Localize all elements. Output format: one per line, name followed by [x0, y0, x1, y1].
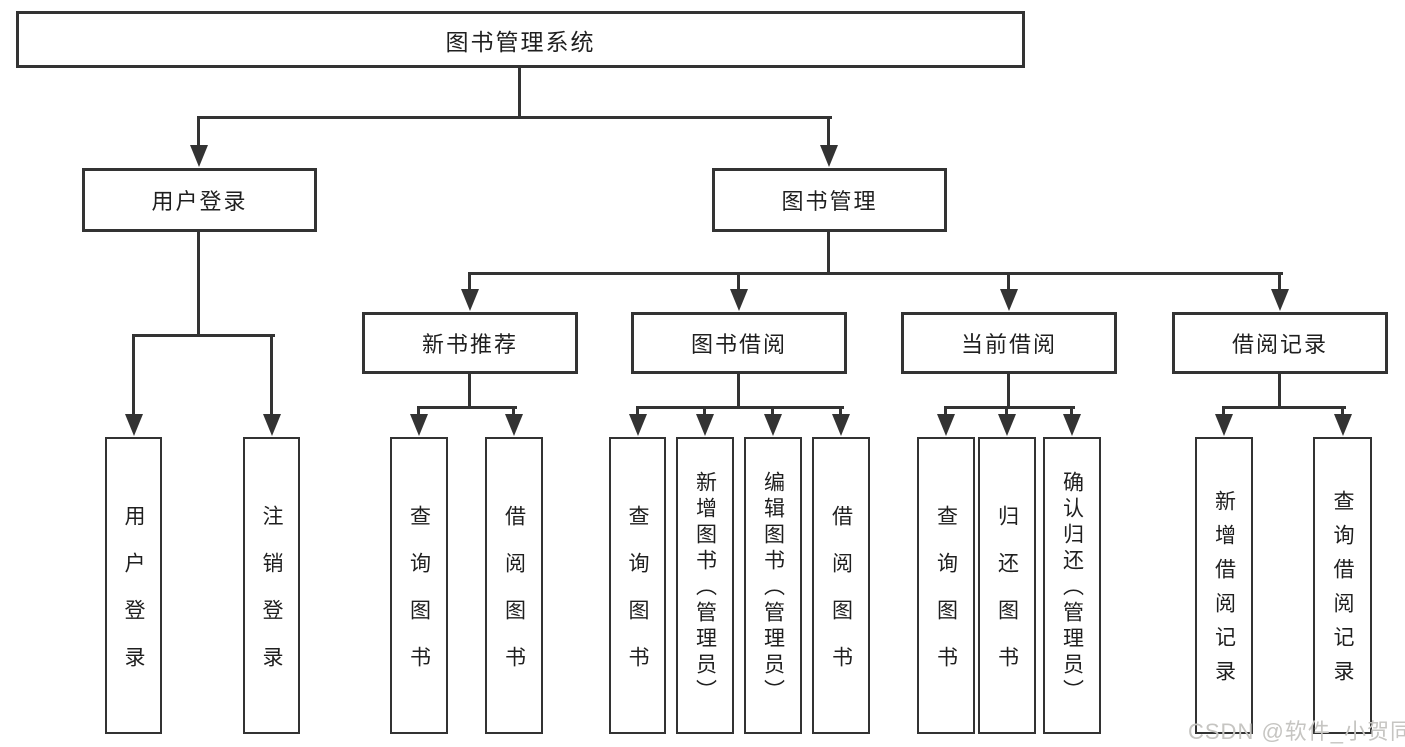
arrow-down-icon	[190, 145, 208, 167]
connector-line	[827, 117, 830, 148]
connector-line	[1278, 374, 1281, 409]
connector-line	[417, 407, 420, 417]
leaf-label: 借阅图书	[502, 504, 526, 693]
arrow-down-icon	[764, 414, 782, 436]
arrow-down-icon	[696, 414, 714, 436]
connector-line	[132, 335, 135, 417]
connector-line	[1007, 374, 1010, 409]
arrow-down-icon	[125, 414, 143, 436]
connector-line	[944, 406, 1075, 409]
arrow-down-icon	[1063, 414, 1081, 436]
arrow-down-icon	[505, 414, 523, 436]
connector-line	[827, 232, 830, 275]
arrow-down-icon	[937, 414, 955, 436]
connector-line	[1278, 273, 1281, 292]
leaf-query-books-current: 查询图书	[917, 437, 975, 734]
arrow-down-icon	[1334, 414, 1352, 436]
connector-line	[944, 407, 947, 417]
leaf-label: 借阅图书	[829, 504, 853, 693]
arrow-down-icon	[1215, 414, 1233, 436]
leaf-confirm-return-admin: 确认归还（管理员）	[1043, 437, 1101, 734]
leaf-logout: 注销登录	[243, 437, 300, 734]
connector-line	[512, 407, 515, 417]
connector-line	[636, 407, 639, 417]
leaf-return-books: 归还图书	[978, 437, 1036, 734]
connector-line	[737, 273, 740, 292]
connector-line	[197, 117, 200, 148]
leaf-label: 新增图书（管理员）	[693, 471, 717, 705]
connector-line	[1341, 407, 1344, 417]
connector-line	[771, 407, 774, 417]
connector-line	[1007, 273, 1010, 292]
arrow-down-icon	[820, 145, 838, 167]
arrow-down-icon	[461, 289, 479, 311]
arrow-down-icon	[998, 414, 1016, 436]
node-book-management: 图书管理	[712, 168, 947, 232]
connector-line	[468, 374, 471, 409]
csdn-watermark: CSDN @软件_小贺同学	[1188, 719, 1405, 744]
leaf-user-login: 用户登录	[105, 437, 162, 734]
arrow-down-icon	[1271, 289, 1289, 311]
leaf-edit-book-admin: 编辑图书（管理员）	[744, 437, 802, 734]
leaf-query-books-borrowing: 查询图书	[609, 437, 666, 734]
node-library-management-system: 图书管理系统	[16, 11, 1025, 68]
leaf-borrow-books-recommend: 借阅图书	[485, 437, 543, 734]
node-new-book-recommendation: 新书推荐	[362, 312, 578, 374]
connector-line	[1222, 406, 1346, 409]
connector-line	[468, 273, 471, 292]
arrow-down-icon	[263, 414, 281, 436]
leaf-add-borrow-record: 新增借阅记录	[1195, 437, 1253, 734]
node-user-login: 用户登录	[82, 168, 317, 232]
leaf-label: 编辑图书（管理员）	[761, 471, 785, 705]
leaf-label: 查询图书	[934, 504, 958, 693]
connector-line	[417, 406, 517, 409]
arrow-down-icon	[730, 289, 748, 311]
connector-line	[197, 116, 832, 119]
arrow-down-icon	[832, 414, 850, 436]
connector-line	[197, 232, 200, 337]
leaf-label: 查询借阅记录	[1331, 490, 1354, 694]
leaf-query-books-recommend: 查询图书	[390, 437, 448, 734]
leaf-label: 注销登录	[260, 504, 283, 693]
connector-line	[518, 68, 521, 119]
connector-line	[270, 335, 273, 417]
node-borrowing-records: 借阅记录	[1172, 312, 1388, 374]
connector-line	[737, 374, 740, 409]
connector-line	[132, 334, 275, 337]
connector-line	[636, 406, 844, 409]
leaf-query-borrow-record: 查询借阅记录	[1313, 437, 1372, 734]
arrow-down-icon	[410, 414, 428, 436]
leaf-label: 查询图书	[626, 504, 649, 693]
arrow-down-icon	[629, 414, 647, 436]
leaf-borrow-books: 借阅图书	[812, 437, 870, 734]
connector-line	[1222, 407, 1225, 417]
leaf-label: 归还图书	[995, 504, 1019, 693]
connector-line	[468, 272, 1283, 275]
connector-line	[839, 407, 842, 417]
leaf-label: 用户登录	[122, 504, 145, 693]
arrow-down-icon	[1000, 289, 1018, 311]
connector-line	[1070, 407, 1073, 417]
leaf-label: 新增借阅记录	[1212, 490, 1236, 694]
leaf-add-book-admin: 新增图书（管理员）	[676, 437, 734, 734]
connector-line	[703, 407, 706, 417]
leaf-label: 查询图书	[407, 504, 431, 693]
connector-line	[1005, 407, 1008, 417]
node-current-borrowing: 当前借阅	[901, 312, 1117, 374]
leaf-label: 确认归还（管理员）	[1060, 471, 1084, 705]
node-book-borrowing: 图书借阅	[631, 312, 847, 374]
